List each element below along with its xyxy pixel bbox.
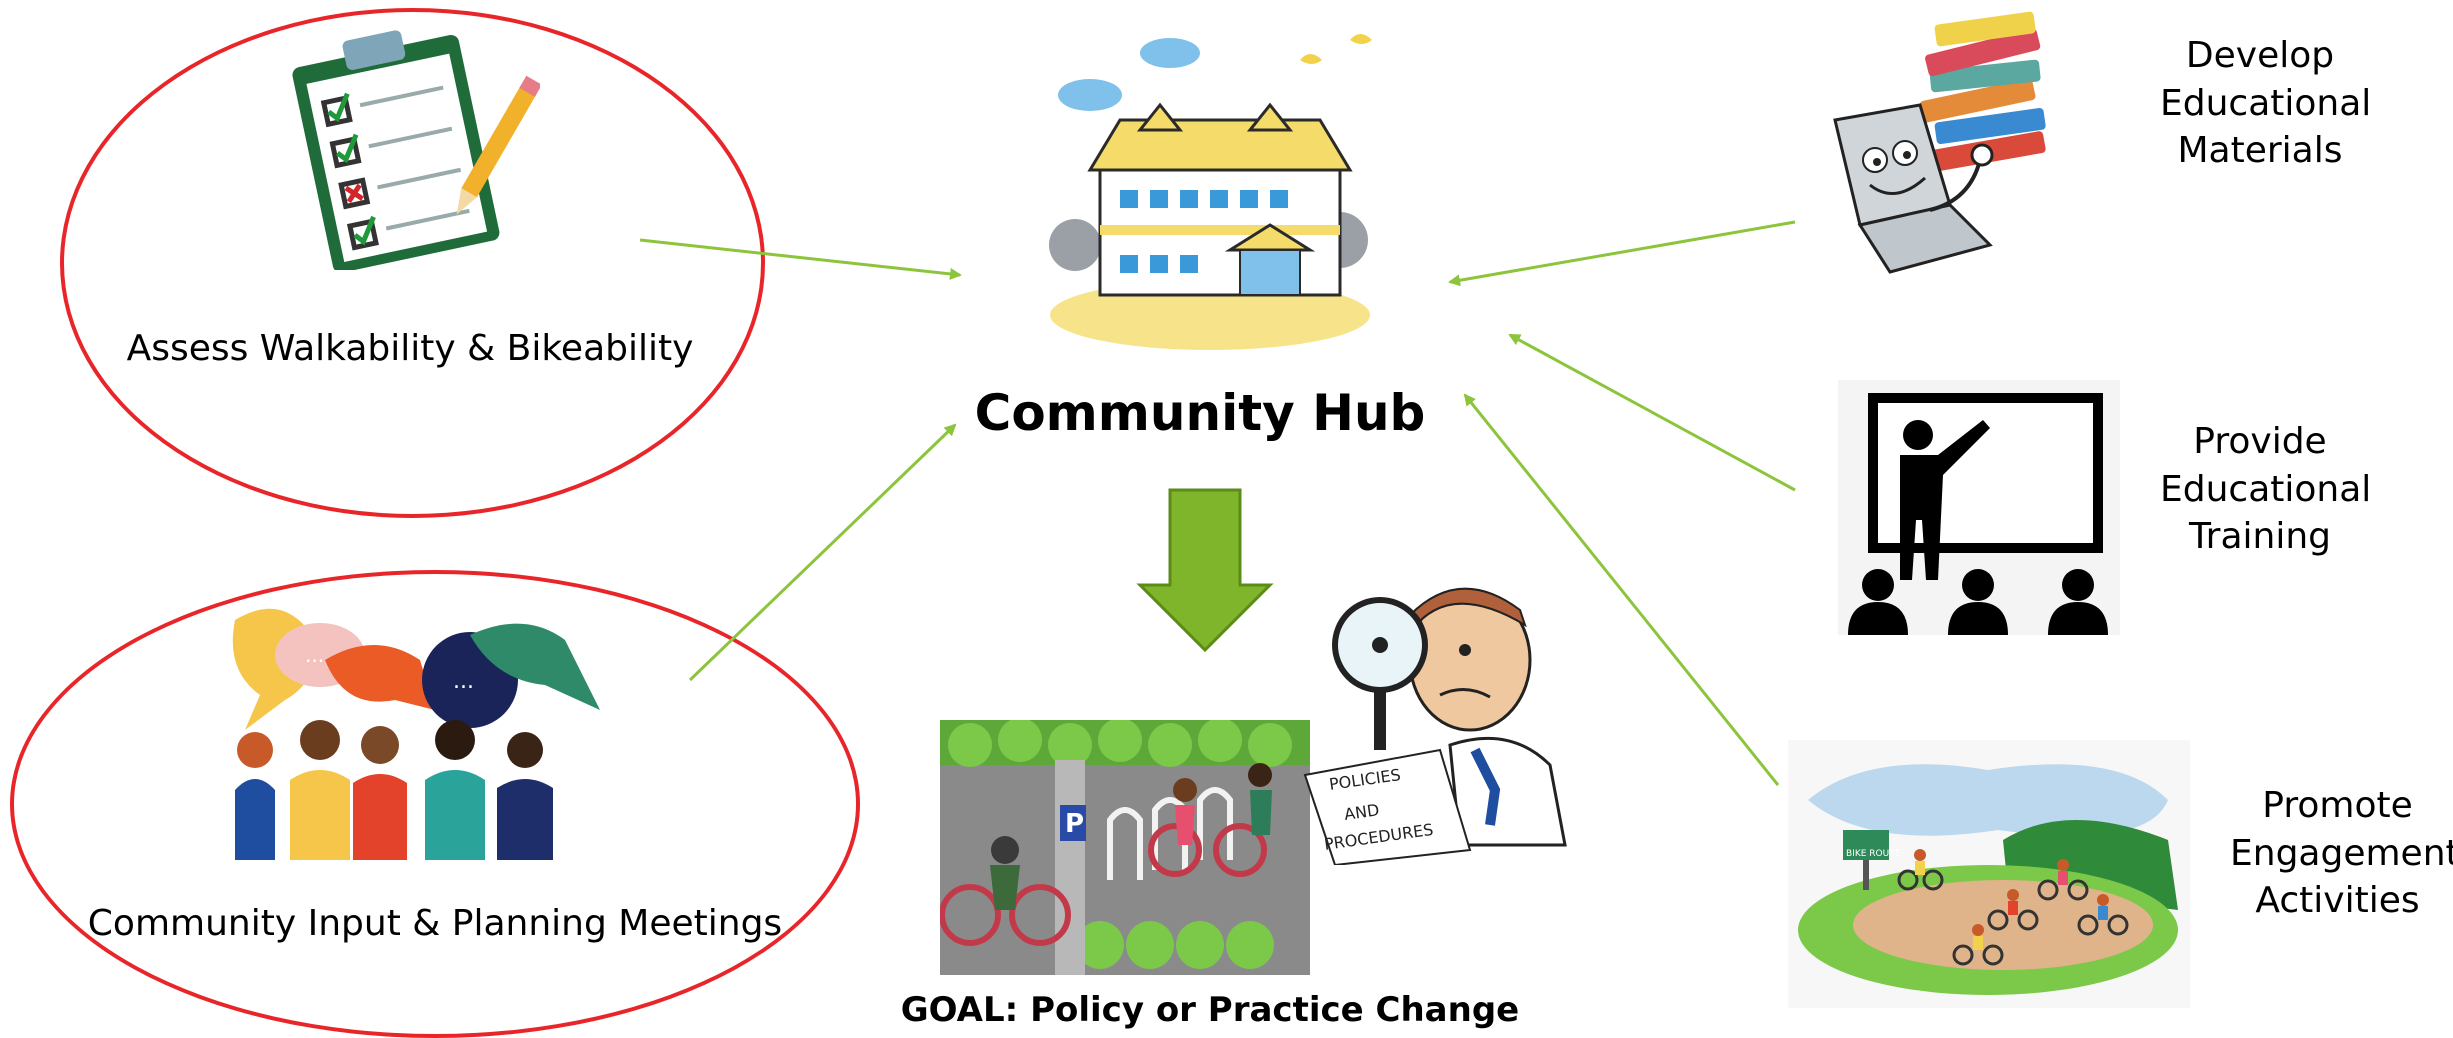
school-building-icon bbox=[1049, 34, 1372, 350]
arrow-materials-to-hub bbox=[1448, 220, 1796, 287]
clipboard-icon bbox=[292, 30, 540, 270]
bike-parking-icon: P bbox=[940, 720, 1310, 975]
hub-title: Community Hub bbox=[974, 384, 1426, 442]
training-line-3: Training bbox=[2188, 516, 2332, 558]
community-label: Community Input & Planning Meetings bbox=[87, 903, 783, 944]
engagement-label: Promote Engagement Activities bbox=[2230, 782, 2453, 925]
training-line-2: Educational bbox=[2160, 468, 2372, 510]
materials-line-1: Develop bbox=[2185, 35, 2335, 76]
paper-line-2: AND bbox=[1343, 800, 1381, 824]
arrow-engagement-to-hub bbox=[1463, 393, 1780, 786]
cycling-park-icon: BIKE ROUTE bbox=[1788, 740, 2190, 1008]
assess-label: Assess Walkability & Bikeability bbox=[126, 328, 694, 369]
teacher-classroom-icon bbox=[1838, 380, 2120, 635]
svg-text:...: ... bbox=[305, 643, 324, 667]
people-conversation-icon: ... ... bbox=[232, 608, 600, 860]
arrow-assess-to-hub bbox=[639, 238, 962, 280]
training-line-1: Provide bbox=[2193, 421, 2327, 462]
engagement-line-2: Engagement bbox=[2230, 832, 2453, 874]
bike-route-sign-text: BIKE ROUTE bbox=[1846, 849, 1901, 859]
inspector-icon: POLICIES AND PROCEDURES bbox=[1303, 587, 1567, 865]
goal-down-arrow bbox=[1136, 488, 1274, 653]
assess-ellipse bbox=[60, 8, 765, 518]
goal-label: GOAL: Policy or Practice Change bbox=[900, 990, 1520, 1030]
laptop-books-icon bbox=[1833, 11, 2046, 274]
materials-label: Develop Educational Materials bbox=[2160, 32, 2372, 175]
engagement-line-1: Promote bbox=[2262, 785, 2413, 826]
training-label: Provide Educational Training bbox=[2160, 418, 2372, 561]
arrow-training-to-hub bbox=[1508, 333, 1796, 492]
engagement-line-3: Activities bbox=[2255, 880, 2420, 922]
arrow-community-to-hub bbox=[688, 423, 957, 682]
svg-text:...: ... bbox=[453, 669, 474, 694]
materials-line-3: Materials bbox=[2177, 130, 2343, 172]
parking-sign-text: P bbox=[1065, 809, 1084, 839]
materials-line-2: Educational bbox=[2160, 82, 2372, 124]
